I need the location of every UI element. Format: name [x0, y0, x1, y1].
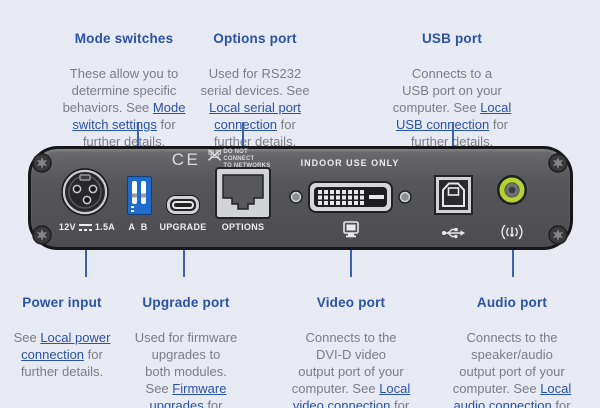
body-text: Used for firmware upgrades to both modul…: [134, 330, 238, 396]
no-network-icon: [208, 149, 222, 161]
power-amps: 1.5A: [94, 222, 116, 232]
leader-line-options-port: [242, 122, 244, 169]
dip-mark: [131, 206, 134, 208]
annotation-title: Mode switches: [74, 31, 174, 46]
body-text: for further details.: [410, 117, 509, 149]
upgrade-mini-usb-port: [167, 196, 199, 214]
dc-symbol-icon: [78, 223, 92, 231]
body-text: These allow you to determine specific be…: [62, 66, 179, 115]
ce-mark: CE: [171, 150, 201, 169]
annotation-title: Video port: [316, 295, 386, 310]
leader-line-video-port: [350, 250, 352, 277]
leader-line-upgrade-port: [183, 250, 185, 277]
link-local-serial-port-connection[interactable]: Local serial port connection: [209, 100, 301, 132]
dip-mark: [131, 210, 134, 212]
monitor-icon: [343, 221, 359, 238]
annotation-title: Options port: [213, 31, 297, 46]
torx-screw-icon: [32, 225, 52, 245]
dip-switch-b: [141, 181, 146, 204]
annotation-body: Connects to the DVI-D video output port …: [271, 329, 431, 408]
device-rear-panel: 12V 1.5A A B CE UPGRADE DO NOT C: [28, 146, 573, 250]
annotation-body: Used for RS232 serial devices. See Local…: [175, 65, 335, 150]
link-local-video-connection[interactable]: Local video connection: [292, 381, 411, 408]
annotation-options-port: Options port Used for RS232 serial devic…: [175, 12, 335, 168]
power-volts: 12V: [58, 222, 76, 232]
dip-label-b: B: [140, 222, 148, 232]
body-text: Connects to the DVI-D video output port …: [291, 330, 404, 396]
torx-screw-icon: [548, 153, 568, 173]
body-text: for further details.: [20, 347, 104, 379]
dvi-screw-post-icon: [289, 190, 303, 204]
body-text: for further details.: [82, 117, 176, 149]
mini-usb-cavity: [172, 201, 194, 209]
power-rating-label: 12V 1.5A: [41, 222, 133, 232]
annotation-title: Power input: [22, 295, 102, 310]
torx-screw-icon: [32, 153, 52, 173]
dip-label-a: A: [128, 222, 136, 232]
annotation-upgrade-port: Upgrade port Used for firmware upgrades …: [106, 276, 266, 408]
annotation-body: See Local power connection for further d…: [0, 329, 142, 380]
link-firmware-upgrades[interactable]: Firmware upgrades: [149, 381, 227, 408]
annotation-body: Connects to the speaker/audio output por…: [432, 329, 592, 408]
upgrade-label: UPGRADE: [159, 222, 207, 232]
dvi-notice: INDOOR USE ONLY: [300, 158, 400, 168]
dvi-screw-post-icon: [398, 190, 412, 204]
speaker-icon: [501, 224, 523, 240]
usb-b-port: [434, 175, 473, 215]
leader-line-audio-port: [512, 250, 514, 277]
annotation-body: Connects to a USB port on your computer.…: [372, 65, 532, 150]
body-text: for further details.: [207, 398, 223, 408]
annotation-title: USB port: [421, 31, 483, 46]
body-text: Connects to a USB port on your computer.…: [392, 66, 502, 115]
torx-screw-icon: [548, 225, 568, 245]
link-local-usb-connection[interactable]: Local USB connection: [395, 100, 512, 132]
link-local-power-connection[interactable]: Local power connection: [21, 330, 111, 362]
usb-icon: [442, 228, 465, 239]
options-rj45-port: [215, 167, 271, 219]
options-label: OPTIONS: [221, 222, 265, 232]
annotation-body: Used for firmware upgrades to both modul…: [106, 329, 266, 408]
audio-jack: [497, 175, 527, 205]
dip-mode-switches: [127, 176, 152, 215]
leader-line-power-input: [85, 250, 87, 277]
annotation-title: Audio port: [476, 295, 548, 310]
annotation-mode-switches: Mode switches These allow you to determi…: [44, 12, 204, 168]
dip-switch-labels: A B: [118, 222, 158, 232]
body-text: Connects to the speaker/audio output por…: [452, 330, 565, 396]
body-text: for further details.: [213, 117, 297, 149]
options-warning-text: DO NOT CONNECT TO NETWORKS: [223, 149, 271, 169]
power-din-connector: [61, 168, 109, 216]
body-text: for further details.: [394, 398, 410, 408]
body-text: for further details.: [555, 398, 571, 408]
annotation-video-port: Video port Connects to the DVI-D video o…: [271, 276, 431, 408]
body-text: Used for RS232 serial devices. See: [200, 66, 310, 98]
annotation-usb-port: USB port Connects to a USB port on your …: [372, 12, 532, 168]
dip-switch-a: [132, 181, 137, 204]
annotation-body: These allow you to determine specific be…: [44, 65, 204, 150]
link-local-audio-connection[interactable]: Local audio connection: [453, 381, 572, 408]
options-warning: DO NOT CONNECT TO NETWORKS: [208, 149, 278, 169]
link-mode-switch-settings[interactable]: Mode switch settings: [72, 100, 186, 132]
usb-b-shape: [442, 182, 465, 207]
annotation-audio-port: Audio port Connects to the speaker/audio…: [432, 276, 592, 408]
annotation-power-input: Power input See Local power connection f…: [0, 276, 142, 398]
annotation-title: Upgrade port: [142, 295, 230, 310]
dvi-d-connector: [308, 181, 393, 213]
body-text: See: [13, 330, 41, 345]
